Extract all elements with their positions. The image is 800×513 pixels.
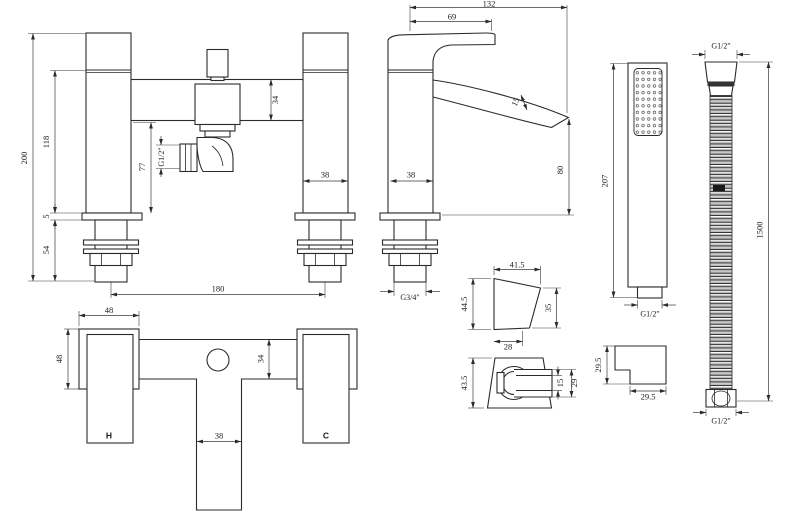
hot-label: H [106, 431, 112, 441]
dim-handset-thread: G1/2″ [624, 300, 676, 319]
left-base-plate [81, 212, 143, 221]
svg-text:54: 54 [41, 245, 51, 254]
svg-text:118: 118 [41, 136, 51, 148]
dim-hose-top-thread: G1/2″ [692, 42, 750, 59]
svg-text:69: 69 [448, 12, 457, 22]
side-view: 132 69 15 80 38 G3/4″ [379, 0, 574, 302]
bracket-top-view: 41.5 44.5 35 28 [459, 260, 561, 352]
dim-spout-drop: 80 [442, 118, 574, 216]
cold-handle [302, 333, 350, 444]
svg-text:77: 77 [137, 163, 147, 172]
dim-bracket-clip-width: 29 [552, 369, 579, 398]
svg-text:29: 29 [569, 379, 579, 388]
svg-text:38: 38 [321, 170, 330, 180]
svg-text:200: 200 [19, 152, 29, 165]
svg-text:34: 34 [256, 354, 266, 363]
dim-hose-bottom-thread: G1/2″ [693, 409, 749, 426]
dim-pillar-width: 38 [303, 170, 348, 183]
shower-outlet-elbow [179, 136, 234, 173]
front-view: 200 118 5 54 77 34 [19, 32, 356, 298]
dim-deck-plate: 5 [41, 204, 82, 229]
svg-text:15: 15 [509, 96, 522, 108]
svg-text:1500: 1500 [755, 222, 765, 239]
dim-spout-thickness: 15 [509, 94, 528, 111]
dim-body-width: 34 [256, 339, 271, 380]
svg-text:34: 34 [270, 95, 280, 104]
dim-section-height: 29.5 [593, 345, 630, 385]
waterfall-spout [432, 79, 570, 129]
dim-bracket-top-width: 41.5 [493, 260, 541, 285]
dim-pillar-depth: 38 [390, 170, 433, 183]
svg-text:80: 80 [555, 166, 565, 175]
plan-view: 48 48 34 38 H C [54, 305, 358, 511]
dim-total-height: 200 [19, 33, 95, 282]
spray-face [633, 68, 663, 136]
dim-body-height: 118 [41, 70, 86, 214]
svg-text:43.5: 43.5 [459, 376, 469, 391]
svg-text:41.5: 41.5 [510, 260, 525, 270]
dim-under-body: 77 [133, 122, 156, 214]
dim-flange-depth: 48 [54, 328, 79, 390]
dim-overall-depth: 132 [409, 0, 568, 113]
dim-bracket-left-height: 44.5 [459, 278, 491, 330]
cold-label: C [323, 431, 329, 441]
dim-spout-width: 38 [196, 431, 242, 444]
svg-text:15: 15 [555, 379, 565, 388]
hose-top-connector [704, 61, 738, 83]
flexible-hose [709, 95, 733, 390]
dim-flange-width: 48 [78, 305, 140, 326]
svg-text:38: 38 [215, 431, 224, 441]
dim-hole-centres: 180 [110, 282, 326, 298]
hot-handle [86, 333, 134, 444]
hose-view: G1/2″ 1500 G1/2″ [692, 42, 773, 426]
dim-body-depth: 34 [269, 79, 280, 121]
bracket-profile [493, 277, 542, 331]
svg-text:28: 28 [504, 342, 513, 352]
valve-body [194, 83, 241, 126]
dim-bracket-right-height: 35 [532, 287, 561, 329]
dim-inlet-thread: G3/4″ [380, 282, 440, 302]
right-pillar [302, 32, 349, 214]
svg-text:G1/2″: G1/2″ [640, 310, 659, 319]
bracket-front-view: 43.5 15 29 [459, 357, 579, 409]
lever-handle [387, 32, 496, 71]
svg-text:44.5: 44.5 [459, 297, 469, 312]
svg-text:207: 207 [600, 175, 610, 188]
svg-text:35: 35 [543, 304, 553, 313]
diverter-hole [206, 348, 230, 372]
dim-shower-outlet-thread: G1/2″ [156, 136, 180, 177]
svg-text:38: 38 [407, 170, 416, 180]
dim-bracket-base-width: 28 [493, 331, 523, 352]
handset-tail [636, 286, 663, 299]
svg-text:29.5: 29.5 [641, 392, 656, 402]
dim-handle-reach: 69 [409, 12, 492, 31]
dim-hose-length: 1500 [737, 61, 773, 402]
svg-text:132: 132 [483, 0, 496, 9]
dim-handset-length: 207 [600, 63, 638, 298]
handset-view: 207 G1/2″ 29.5 29.5 [593, 62, 676, 402]
right-base-plate [294, 212, 356, 221]
spout-leg [139, 378, 297, 511]
left-pillar [85, 32, 132, 214]
dim-bracket-slot-width: 15 [552, 366, 565, 400]
svg-text:G3/4″: G3/4″ [400, 293, 419, 302]
svg-text:48: 48 [105, 305, 114, 315]
svg-text:180: 180 [212, 284, 225, 294]
handset-cross-section [614, 345, 667, 385]
svg-text:29.5: 29.5 [593, 358, 603, 373]
diverter-knob [206, 48, 229, 78]
svg-text:G1/2″: G1/2″ [711, 417, 730, 426]
svg-text:G1/2″: G1/2″ [711, 42, 730, 51]
dim-tail-length: 54 [41, 219, 57, 282]
svg-text:G1/2″: G1/2″ [157, 147, 166, 166]
svg-text:48: 48 [54, 355, 64, 364]
side-base-plate [379, 212, 441, 221]
dim-bracket-height: 43.5 [459, 357, 492, 409]
svg-text:5: 5 [41, 214, 51, 218]
side-pillar [387, 69, 434, 214]
hose-bottom-nut [705, 388, 737, 408]
dim-section-width: 29.5 [629, 386, 667, 402]
